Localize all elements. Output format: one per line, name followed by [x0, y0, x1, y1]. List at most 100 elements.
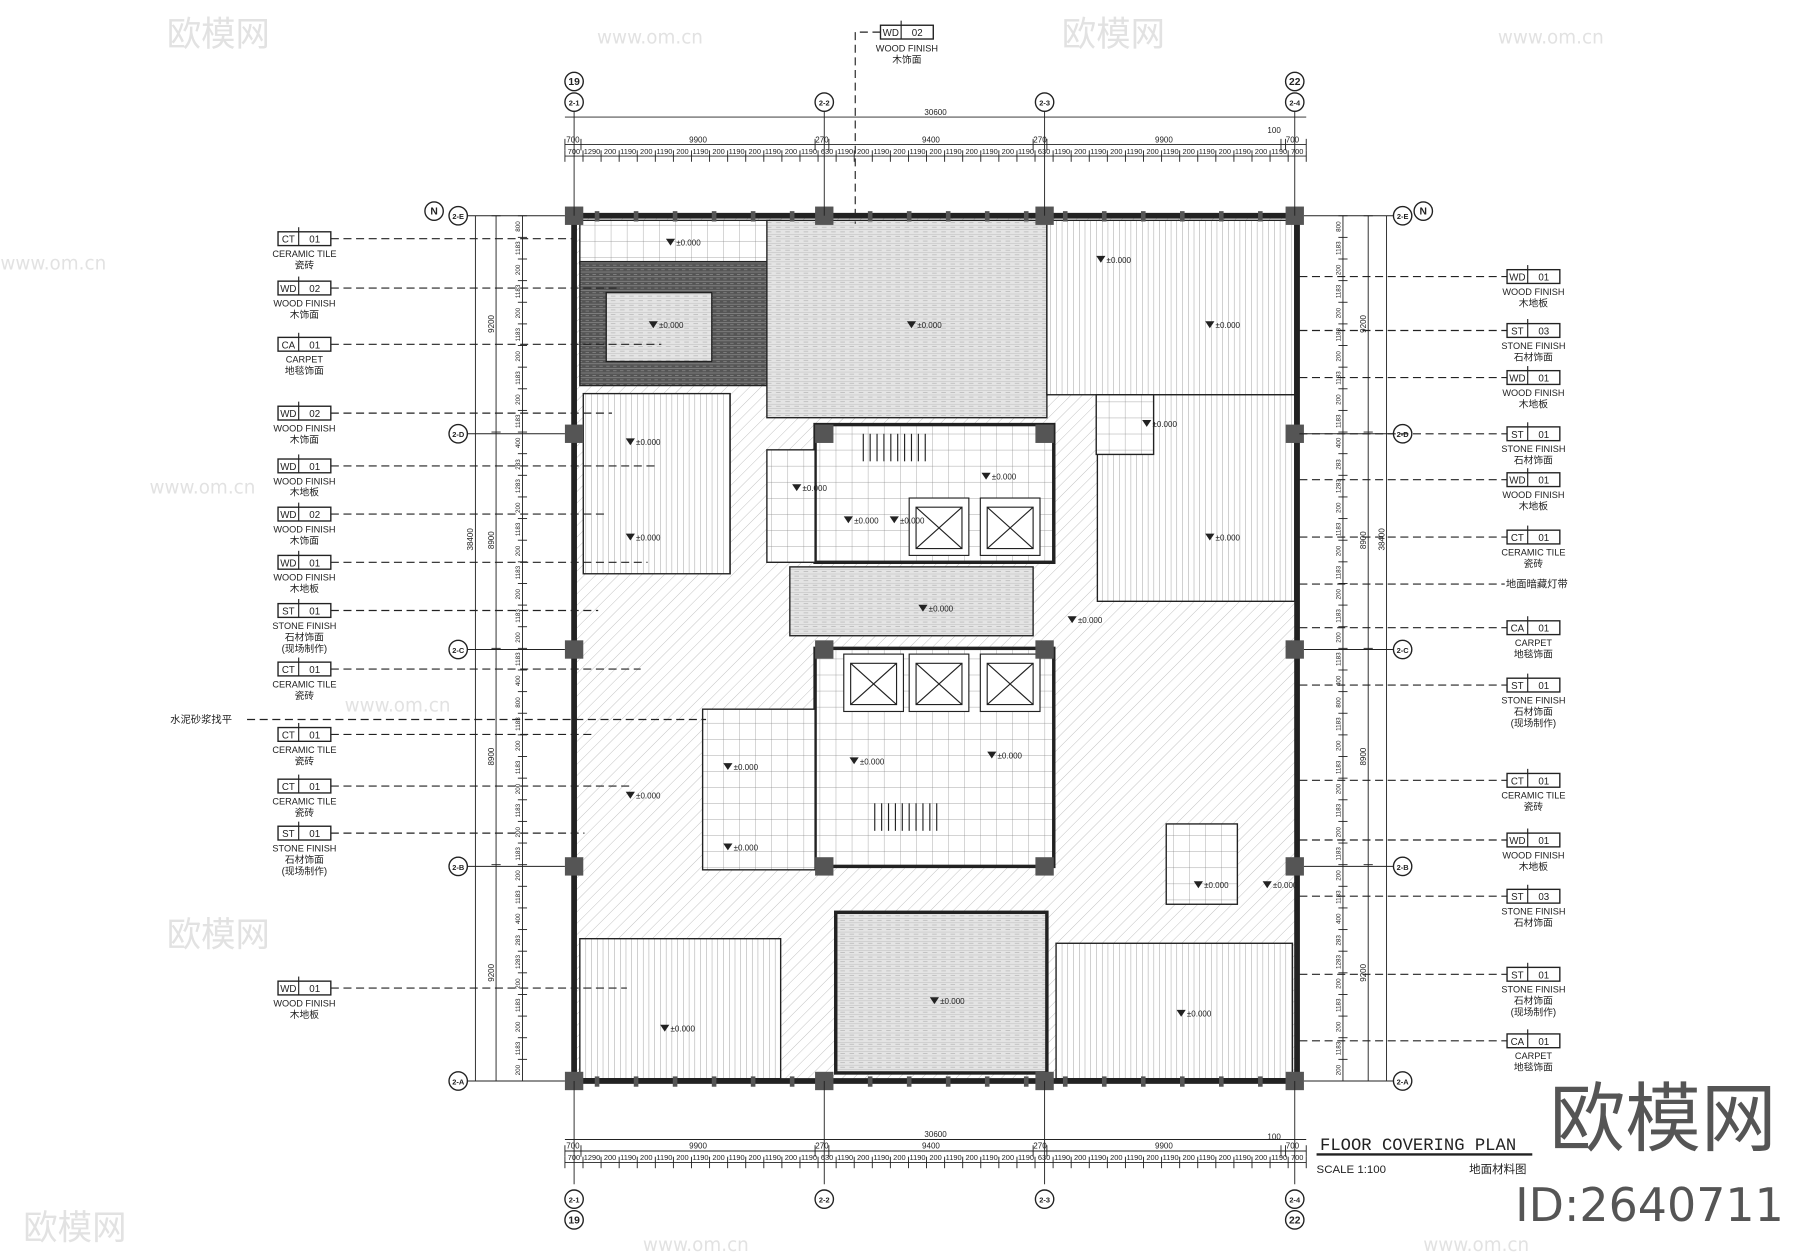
dimension-value: 400: [515, 437, 522, 448]
structural-column: [815, 424, 834, 443]
dimension-value: 700: [1286, 135, 1300, 144]
dimension-value: 200: [1336, 870, 1343, 881]
mullion: [1062, 1076, 1068, 1087]
structural-column: [815, 640, 834, 659]
tag-number: 01: [1538, 430, 1549, 441]
dimension-value: 200: [515, 740, 522, 751]
dimension-value: 1190: [982, 147, 998, 156]
watermark-logo-text: 欧模网: [167, 15, 270, 55]
dimension-value: 1190: [765, 147, 781, 156]
grid-bubble: [1034, 92, 1055, 112]
dimension-value: 1190: [1018, 147, 1034, 156]
grid-bubble: [1413, 201, 1434, 222]
elevation-value: ±0.000: [1216, 321, 1241, 330]
dimension-value: 400: [1336, 675, 1343, 686]
grid-label: 2-E: [452, 212, 464, 221]
tag-material-cn: (现场制作): [1511, 1006, 1557, 1019]
dimension-value: 200: [515, 783, 522, 794]
wood-room-southwest: [579, 937, 782, 1080]
tag-material-cn: 石材饰面: [285, 853, 324, 866]
elevation-triangle: [889, 516, 899, 524]
mullion: [789, 1076, 795, 1087]
dimension-value: 1190: [801, 1153, 817, 1162]
dimension-value: 200: [1336, 264, 1343, 275]
dimension-value: 8900: [487, 747, 496, 765]
dimension-value: 1183: [515, 609, 522, 623]
dimension-value: 200: [1255, 1153, 1267, 1162]
elevation-triangle: [723, 763, 733, 770]
watermark-logo-text: 欧模网: [167, 916, 270, 956]
tag-material-name: CERAMIC TILE: [272, 796, 336, 806]
elevation-marks: ±0.000±0.000±0.000±0.000±0.000±0.000±0.0…: [625, 239, 1298, 1034]
tag-material-name: WOOD FINISH: [273, 524, 335, 534]
grid-label: 2-3: [1039, 1196, 1050, 1205]
dimension-value: 1183: [1336, 890, 1343, 904]
tag-code: CA: [1511, 624, 1525, 635]
tag-number: 02: [309, 409, 320, 420]
dimension-value: 1183: [1336, 522, 1343, 536]
dimension-value: 1183: [515, 803, 522, 817]
tag-number: 03: [1538, 892, 1549, 903]
elevation-triangle: [792, 484, 802, 492]
mullion: [1180, 211, 1185, 222]
tag-code: WD: [883, 28, 899, 39]
dimension-value: 200: [1002, 1153, 1014, 1162]
tag-code: WD: [1509, 836, 1525, 847]
mullion: [711, 1076, 717, 1087]
grid-label: N: [430, 207, 437, 218]
dimension-value: 200: [515, 502, 522, 513]
mullion: [984, 1076, 990, 1087]
dimension-value: 200: [857, 1153, 869, 1162]
grid-bubble: [1284, 1189, 1305, 1210]
dimension-value: 1190: [1271, 147, 1287, 156]
dimension-value: 270: [815, 1142, 829, 1151]
mullion: [906, 211, 912, 222]
dimension-value: 1183: [1336, 847, 1343, 861]
elevator-cross: [986, 506, 1034, 550]
dimension-value: 200: [785, 1153, 797, 1162]
tag-code: CT: [282, 782, 295, 793]
dimension-value: 200: [749, 1153, 761, 1162]
tag-code: WD: [280, 462, 296, 473]
dimension-value: 200: [1074, 147, 1086, 156]
grid-bubble: [564, 71, 584, 92]
mullion: [711, 211, 717, 222]
elevation-value: ±0.000: [1273, 881, 1298, 890]
grid-bubble: [564, 1209, 584, 1230]
mullion: [750, 1076, 756, 1087]
tag-code: ST: [1511, 681, 1524, 692]
tag-code: WD: [1509, 476, 1525, 487]
dimension-value: 9200: [1359, 963, 1368, 981]
structural-column: [1035, 857, 1054, 876]
dimension-value: 1183: [1336, 241, 1343, 255]
dimension-value: 1183: [1336, 284, 1343, 298]
tag-number: 01: [1538, 624, 1549, 635]
tag-material-cn: 木地板: [290, 1008, 319, 1021]
tag-material-name: WOOD FINISH: [273, 476, 335, 486]
dimension-value: 200: [1336, 351, 1343, 362]
dimension-value: 100: [1267, 1133, 1281, 1142]
structural-column: [1285, 640, 1304, 659]
structural-column: [564, 424, 584, 443]
dimension-value: 700: [1286, 1142, 1300, 1151]
elevation-triangle: [625, 438, 635, 446]
dimension-value: 1190: [620, 147, 636, 156]
grid-bubble: [564, 92, 584, 112]
elevation-triangle: [1205, 533, 1215, 541]
dimension-value: 1183: [1336, 414, 1343, 428]
dimension-value: 1190: [620, 1153, 636, 1162]
tile-room-east: [1095, 394, 1155, 456]
grid-label: 19: [568, 77, 580, 88]
dimension-total: 30600: [924, 1130, 947, 1139]
tag-material-cn: 瓷砖: [1524, 800, 1544, 813]
tag-material-cn: (现场制作): [282, 642, 328, 655]
dimension-value: 1190: [837, 1153, 853, 1162]
tag-code: ST: [282, 829, 295, 840]
grid-bubble: [424, 201, 444, 222]
watermark-site-text: www.om.cn: [150, 477, 256, 498]
